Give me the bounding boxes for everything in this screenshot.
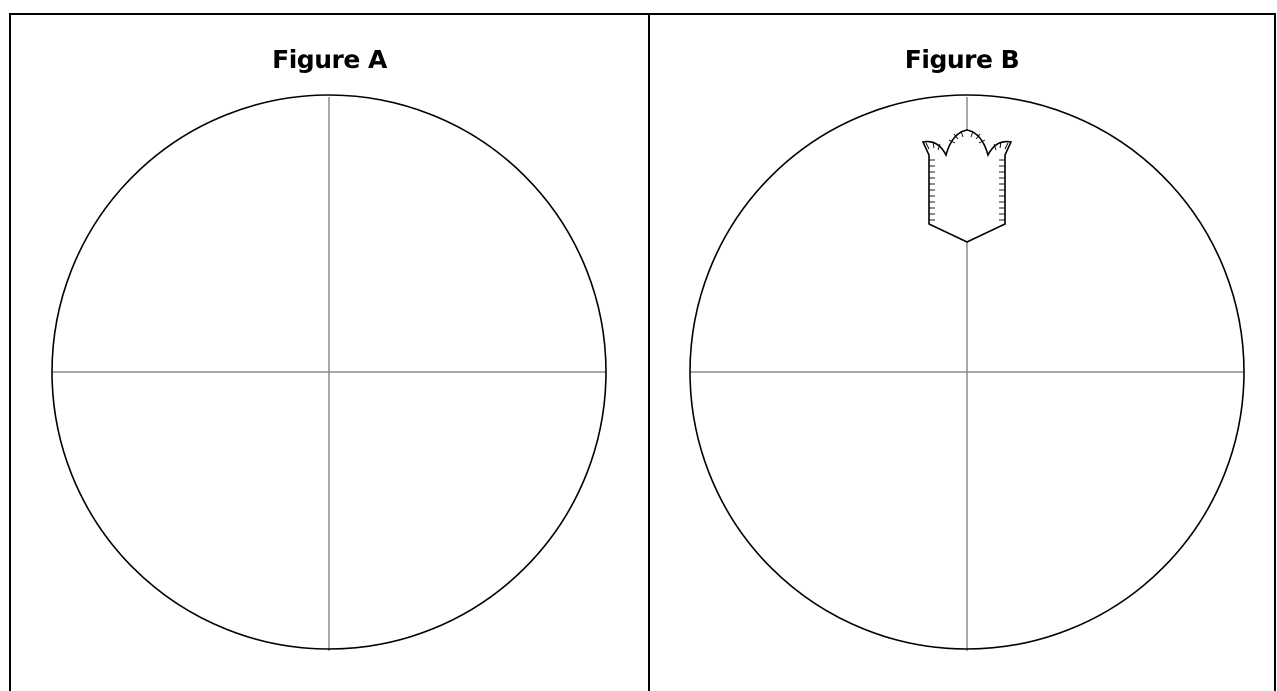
tulip-cutout-icon [923, 130, 1011, 242]
figure-a-diagram [11, 15, 648, 691]
figure-b-panel: Figure B [650, 15, 1274, 691]
figure-b-diagram [650, 15, 1274, 691]
figure-a-panel: Figure A [11, 15, 648, 691]
